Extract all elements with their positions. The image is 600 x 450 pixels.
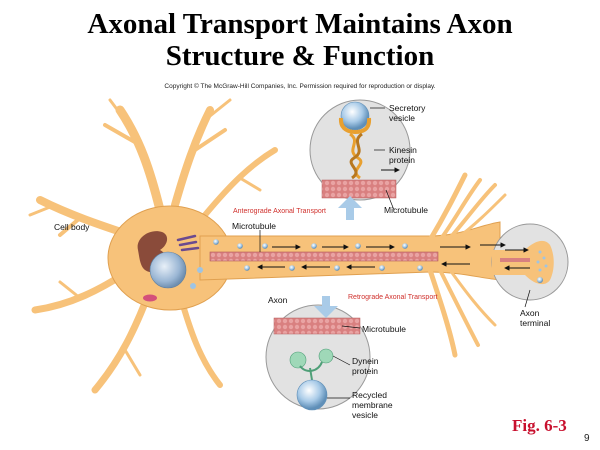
axon-terminal-branches	[427, 172, 507, 358]
title-line-1: Axonal Transport Maintains Axon	[87, 8, 513, 40]
label-recycled-1: Recycled	[352, 390, 387, 400]
organelles	[137, 231, 203, 302]
anterograde-zoom-arrow	[338, 196, 362, 220]
terminal-vesicles	[536, 250, 548, 272]
label-axon: Axon	[268, 295, 288, 305]
axon-terminal-bulb	[492, 240, 554, 285]
terminal-vesicle	[537, 277, 543, 283]
secretory-vesicle	[340, 101, 370, 131]
title-line-2: Structure & Function	[165, 40, 435, 72]
label-cell-body: Cell body	[54, 222, 90, 232]
label-kinesin-2: protein	[389, 155, 415, 165]
label-microtubule-top: Microtubule	[384, 205, 428, 215]
retrograde-arrows	[257, 261, 530, 271]
recycled-vesicle	[296, 379, 328, 411]
label-recycled-2: membrane	[352, 400, 393, 410]
dynein-zoom	[265, 304, 371, 411]
label-axon-terminal-1: Axon	[520, 308, 540, 318]
label-recycled-3: vesicle	[352, 410, 378, 420]
copyright-notice: Copyright © The McGraw-Hill Companies, I…	[164, 83, 436, 90]
label-secretory-2: vesicle	[389, 113, 415, 123]
label-dynein-1: Dynein	[352, 356, 379, 366]
axon-microtubule	[209, 251, 439, 262]
terminal-microtubule	[500, 258, 530, 262]
kinesin-zoom	[309, 99, 411, 201]
label-anterograde: Anterograde Axonal Transport	[233, 208, 326, 215]
anterograde-arrows	[272, 242, 529, 253]
zoom-microtubule-bottom	[273, 317, 361, 335]
label-retrograde: Retrograde Axonal Transport	[348, 294, 438, 301]
label-microtubule-bottom: Microtubule	[362, 324, 406, 334]
zoom-microtubule-top	[321, 179, 397, 199]
figure-label: Fig. 6-3	[512, 416, 567, 435]
transport-vesicles	[213, 239, 423, 271]
label-microtubule-mid: Microtubule	[232, 221, 276, 231]
label-secretory-1: Secretory	[389, 103, 426, 113]
nucleus	[149, 251, 187, 289]
label-axon-terminal-2: terminal	[520, 318, 550, 328]
label-kinesin-1: Kinesin	[389, 145, 417, 155]
label-dynein-2: protein	[352, 366, 378, 376]
page-number: 9	[584, 433, 590, 444]
leader-lines	[259, 107, 531, 399]
retrograde-zoom-arrow	[314, 296, 338, 318]
